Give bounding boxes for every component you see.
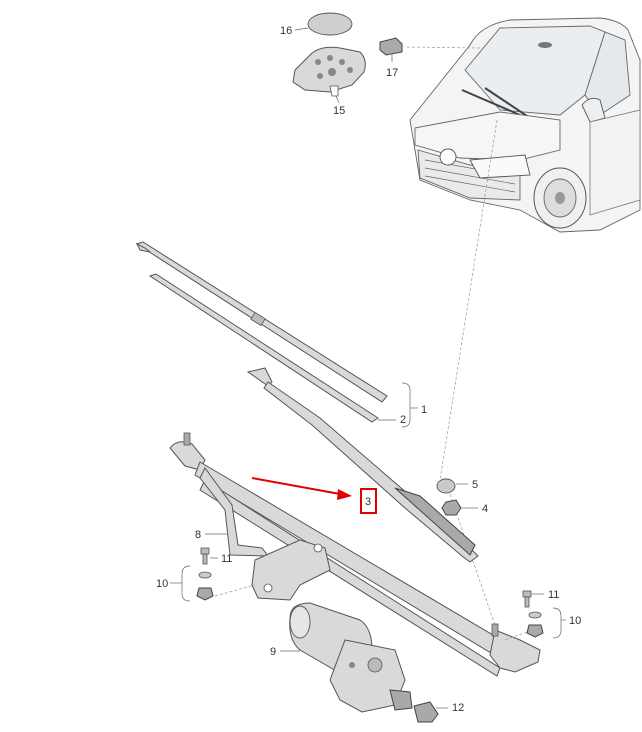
callout-11-left: 11 <box>221 553 232 565</box>
wiper-blade-assembly <box>135 241 388 423</box>
rain-sensor-group <box>292 12 403 97</box>
callout-1: 1 <box>421 404 427 416</box>
right-fasteners <box>522 590 544 638</box>
callout-2: 2 <box>400 414 406 426</box>
callout-16: 16 <box>280 25 292 37</box>
wiper-rubber <box>148 273 379 423</box>
highlight-box <box>360 488 377 514</box>
cap <box>436 478 456 494</box>
callout-11-right: 11 <box>548 589 559 601</box>
callout-10-left: 10 <box>156 578 168 590</box>
callout-10-right: 10 <box>569 615 581 627</box>
nut <box>441 499 462 516</box>
left-fasteners <box>196 547 214 601</box>
callout-8: 8 <box>195 529 201 541</box>
callout-9: 9 <box>270 646 276 658</box>
callout-3: 3 <box>365 496 371 508</box>
sensor-leader-line <box>406 46 481 49</box>
callout-5: 5 <box>472 479 478 491</box>
callout-4: 4 <box>482 503 488 515</box>
callout-12: 12 <box>452 702 464 714</box>
bracket-1 <box>401 382 411 428</box>
callout-17: 17 <box>386 67 398 79</box>
bracket-10-left <box>181 565 191 602</box>
bracket-10-right <box>552 607 562 639</box>
wiper-motor <box>289 602 413 713</box>
callout-15: 15 <box>333 105 345 117</box>
wiper-arm <box>246 367 479 563</box>
highlight-arrow <box>251 477 341 495</box>
wiper-linkage <box>169 432 541 677</box>
van-illustration <box>409 17 641 233</box>
sensor-connector <box>379 37 403 56</box>
motor-connector <box>413 701 439 723</box>
gel-pad <box>307 12 353 36</box>
wiper-leader-line <box>439 119 498 481</box>
